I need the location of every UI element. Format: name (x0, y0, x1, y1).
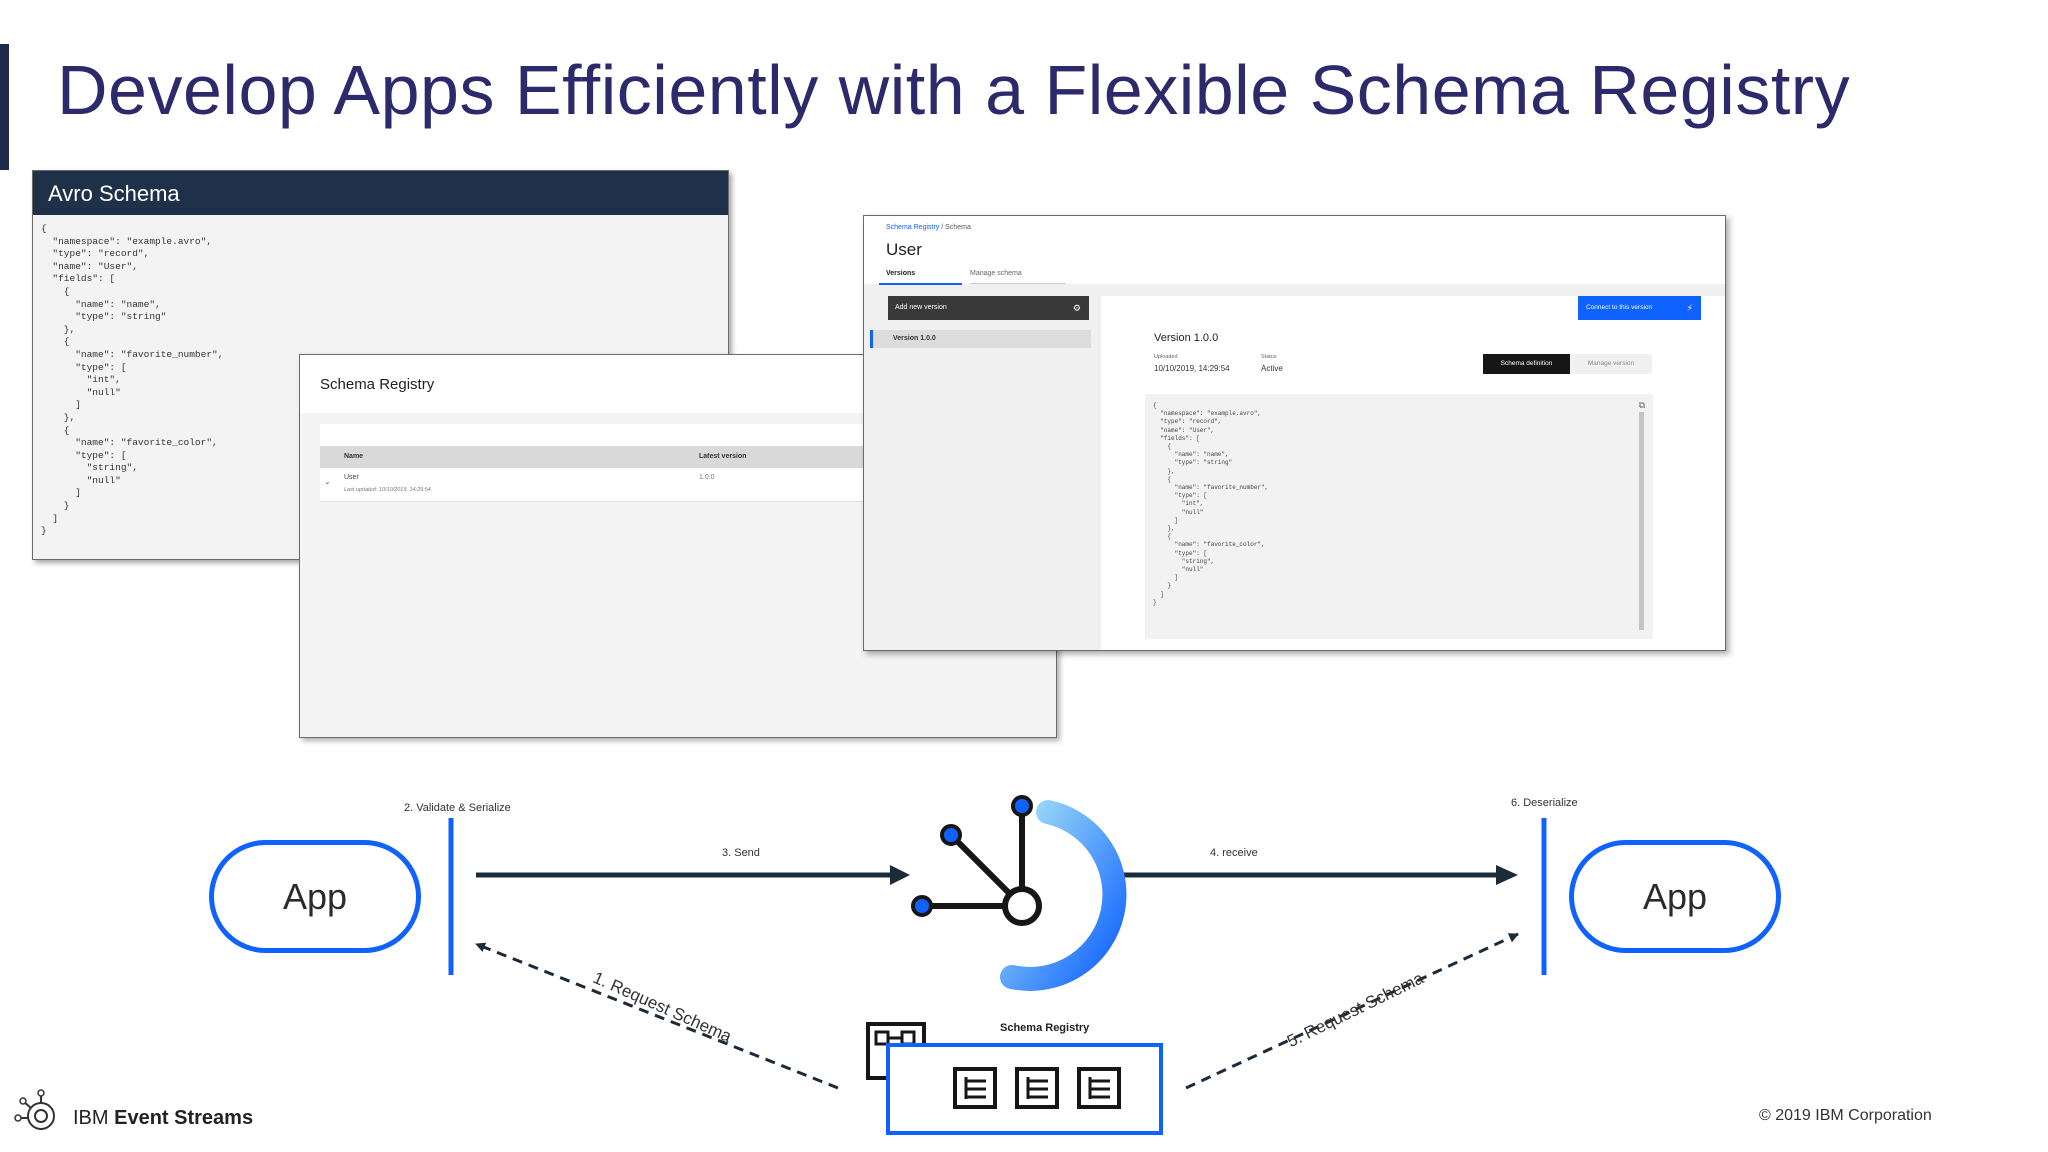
status-value: Active (1261, 364, 1283, 373)
detail-header (864, 216, 1725, 284)
schema-registry-box (886, 1043, 1163, 1135)
connect-button-label: Connect to this version (1586, 304, 1653, 311)
uploaded-label: Uploaded (1154, 354, 1178, 360)
step-receive-label: 4. receive (1210, 847, 1258, 859)
schema-definition-code-box: { "namespace": "example.avro", "type": "… (1145, 394, 1653, 639)
copy-icon[interactable]: ⧉ (1638, 400, 1645, 410)
row-last-updated: Last updated: 10/10/2019, 14:29:54 (344, 487, 431, 493)
brand-name: IBM Event Streams (73, 1107, 253, 1130)
add-new-version-label: Add new version (895, 304, 947, 311)
version-heading: Version 1.0.0 (1154, 332, 1219, 344)
title-accent-bar (0, 44, 9, 170)
connect-to-version-button[interactable]: Connect to this version ⚡ (1578, 296, 1701, 320)
event-streams-hub-icon (911, 795, 1127, 991)
chevron-down-icon[interactable]: ⌄ (324, 477, 331, 486)
avro-schema-header: Avro Schema (33, 171, 728, 215)
step-deserialize-label: 6. Deserialize (1511, 797, 1578, 809)
brand-product: Event Streams (114, 1107, 254, 1129)
version-list-item[interactable]: Version 1.0.0 (870, 330, 1091, 348)
producer-app: App (209, 840, 421, 953)
avro-schema-code: { "namespace": "example.avro", "type": "… (41, 223, 224, 537)
schema-definition-toggle[interactable]: Schema definition (1483, 354, 1570, 374)
consumer-app: App (1569, 840, 1781, 953)
request-schema-left-arrow (475, 942, 839, 1090)
tab-versions[interactable]: Versions (879, 268, 962, 285)
step-request-schema-left-label: 1. Request Schema (590, 968, 735, 1047)
send-arrow (476, 865, 910, 885)
schema-definition-code: { "namespace": "example.avro", "type": "… (1153, 402, 1269, 606)
schema-registry-box-label: Schema Registry (1000, 1022, 1090, 1034)
step-send-label: 3. Send (722, 847, 760, 859)
schema-title: User (886, 240, 922, 259)
event-streams-logo-icon (14, 1089, 55, 1130)
step-request-schema-right-label: 5. Request Schema (1284, 968, 1427, 1052)
status-label: Status (1261, 354, 1277, 360)
breadcrumb: Schema Registry / Schema (886, 224, 971, 231)
registry-window-title: Schema Registry (320, 376, 435, 393)
schema-detail-window: Schema Registry / Schema User Versions M… (863, 215, 1726, 651)
uploaded-value: 10/10/2019, 14:29:54 (1154, 364, 1230, 373)
manage-version-toggle[interactable]: Manage version (1570, 354, 1652, 374)
row-schema-name[interactable]: User (344, 474, 359, 481)
bolt-icon: ⚡ (1686, 303, 1693, 313)
tab-manage-schema[interactable]: Manage schema (970, 268, 1066, 284)
column-header-name[interactable]: Name (344, 453, 364, 460)
slide-title: Develop Apps Efficiently with a Flexible… (57, 51, 1851, 129)
breadcrumb-current: Schema (945, 224, 971, 231)
row-latest-version: 1.0.0 (699, 474, 715, 481)
column-header-latest-version[interactable]: Latest version (699, 453, 747, 460)
receive-arrow (1102, 865, 1518, 885)
step-validate-serialize-label: 2. Validate & Serialize (404, 802, 511, 814)
code-scrollbar[interactable] (1639, 412, 1644, 630)
brand-prefix: IBM (73, 1107, 109, 1129)
copyright-notice: © 2019 IBM Corporation (1759, 1107, 1932, 1124)
gear-icon: ⚙ (1072, 303, 1081, 313)
breadcrumb-link-schema-registry[interactable]: Schema Registry (886, 224, 940, 231)
breadcrumb-separator: / (941, 224, 944, 231)
request-schema-right-arrow (1185, 932, 1519, 1090)
add-new-version-button[interactable]: Add new version ⚙ (888, 296, 1089, 320)
